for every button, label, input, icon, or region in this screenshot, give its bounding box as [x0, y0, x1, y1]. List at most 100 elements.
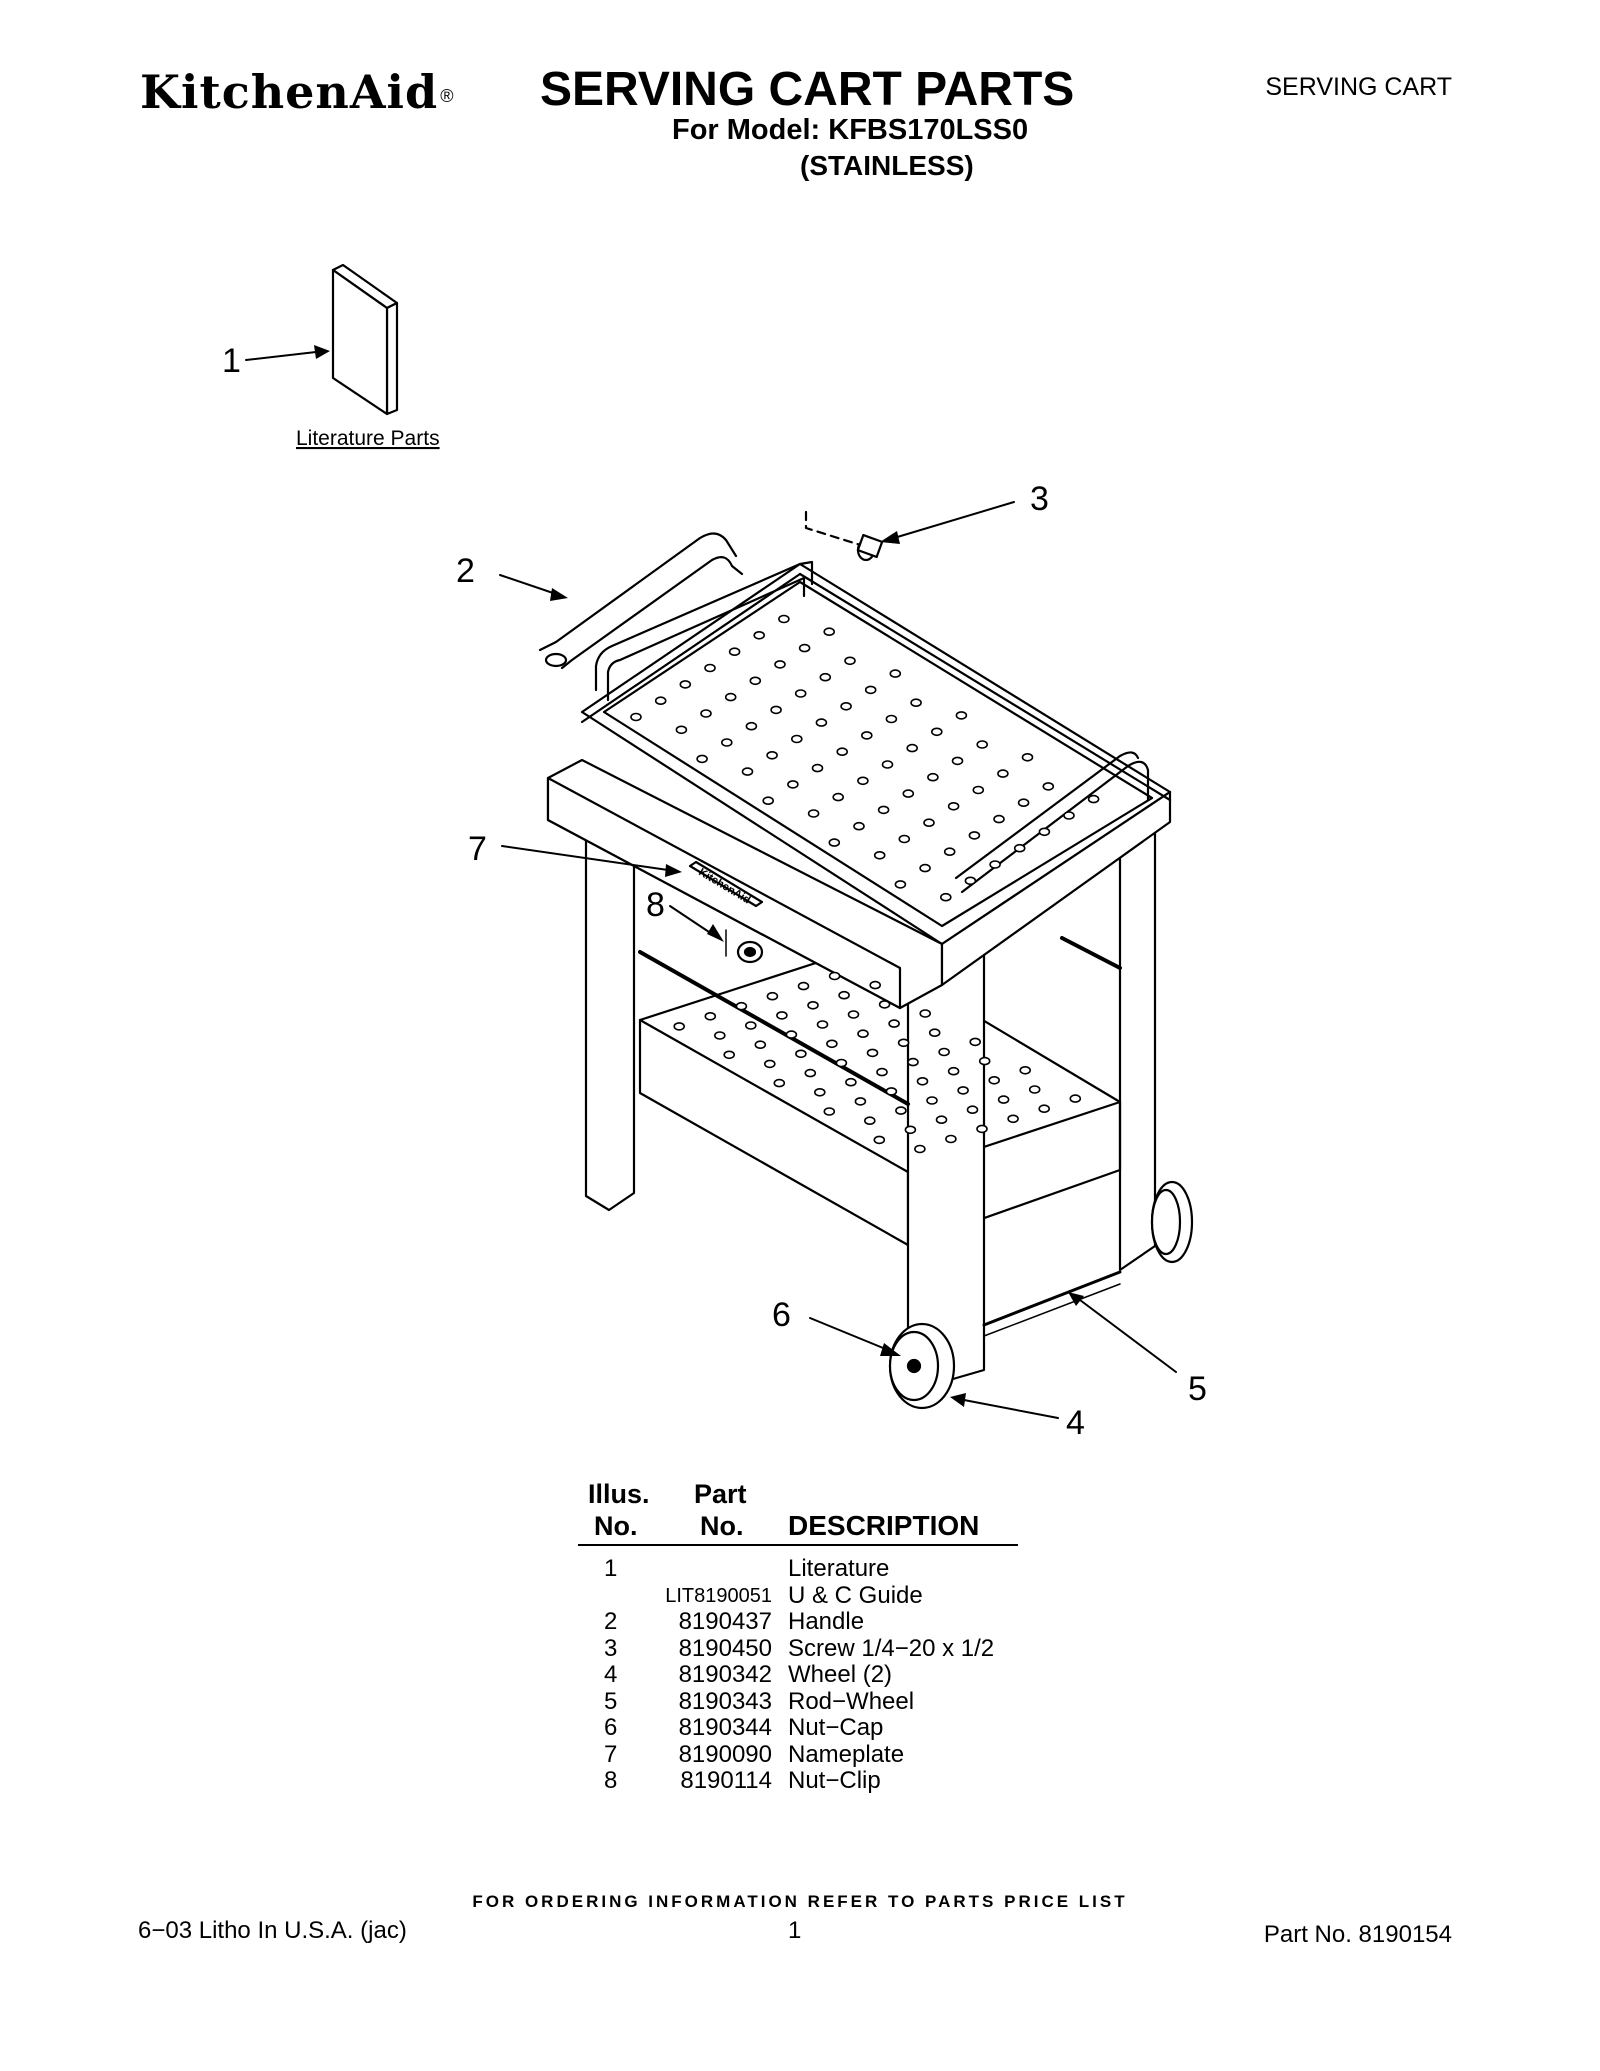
perforation-hole	[1017, 798, 1030, 808]
part-description: Nameplate	[788, 1740, 905, 1768]
illus-number: 4	[604, 1661, 618, 1688]
perforation-hole	[955, 711, 968, 720]
part-description: Rod−Wheel	[788, 1687, 915, 1715]
perforation-hole	[904, 1125, 917, 1135]
perforation-hole	[1021, 752, 1034, 762]
perforation-hole	[993, 814, 1005, 824]
perforation-hole	[895, 1106, 907, 1115]
perforation-hole	[630, 712, 642, 722]
perforation-hole	[1028, 1085, 1041, 1094]
perforation-hole	[654, 696, 667, 706]
model-finish: (STAINLESS)	[800, 150, 974, 181]
perforation-hole	[728, 647, 741, 657]
callout-6: 6	[772, 1296, 791, 1334]
illus-number: 6	[604, 1714, 618, 1741]
perforation-hole	[804, 1068, 817, 1078]
parts-table: Illus. No. Part No. DESCRIPTION 1 Litera…	[578, 1478, 1018, 1795]
perforation-hole	[754, 1040, 767, 1049]
perforation-hole	[888, 1019, 900, 1028]
perforation-hole	[972, 785, 985, 795]
litho-info: 6−03 Litho In U.S.A. (jac)	[138, 1917, 407, 1944]
perforation-hole	[919, 863, 931, 873]
perforation-hole	[1038, 827, 1051, 837]
perforation-hole	[988, 1076, 1001, 1085]
perforation-hole	[724, 692, 737, 702]
perforation-hole	[854, 1097, 867, 1106]
perforation-hole	[878, 1000, 891, 1009]
perforation-hole	[897, 1038, 910, 1048]
illus-number: 5	[604, 1687, 618, 1715]
nameplate-illustration: KitchenAid	[688, 860, 764, 908]
perforation-hole	[766, 750, 778, 760]
perforation-hole	[919, 1009, 932, 1018]
perforation-hole	[836, 747, 849, 757]
front-leg-frame	[906, 936, 986, 1394]
ordering-note: FOR ORDERING INFORMATION REFER TO PARTS …	[472, 1892, 1128, 1911]
illus-number: 1	[604, 1555, 618, 1582]
part-number: 8190342	[678, 1661, 772, 1688]
header-illus: Illus.	[588, 1479, 650, 1509]
perforation-hole	[847, 1010, 860, 1019]
perforation-hole	[704, 1011, 717, 1021]
handle-illustration	[538, 532, 744, 670]
part-number: 8190343	[678, 1687, 772, 1715]
perforation-hole	[844, 656, 856, 666]
table-row: 8 8190114 Nut−Clip	[578, 1768, 1018, 1795]
perforation-hole	[766, 991, 779, 1001]
perforation-hole	[763, 1059, 776, 1069]
perforation-hole	[885, 714, 898, 724]
perforation-hole	[939, 892, 952, 902]
perforation-hole	[816, 1020, 829, 1029]
perforation-hole	[798, 643, 811, 653]
perforation-hole	[877, 805, 890, 815]
perforation-hole	[997, 769, 1009, 778]
perforation-hole	[898, 834, 911, 844]
perforation-hole	[823, 1107, 836, 1116]
lower-crossbar	[638, 950, 910, 1106]
part-number: LIT8190051	[665, 1584, 772, 1607]
perforation-hole	[976, 1124, 988, 1134]
perforation-hole	[1038, 1104, 1050, 1113]
perforation-hole	[923, 818, 935, 828]
table-row: 6 8190344 Nut−Cap	[578, 1715, 1018, 1742]
perforation-hole	[976, 740, 989, 749]
product-category-label: SERVING CART	[1265, 73, 1452, 101]
perforation-hole	[787, 780, 799, 789]
nut-clip-illustration	[725, 929, 764, 964]
perforation-hole	[838, 990, 850, 1000]
perforation-hole	[811, 763, 824, 773]
header-illus-no: No.	[594, 1511, 638, 1541]
callout-3: 3	[1030, 480, 1049, 518]
perforation-hole	[873, 850, 886, 860]
perforation-hole	[876, 1067, 888, 1077]
perforation-hole	[926, 1096, 938, 1105]
perforation-hole	[863, 1116, 876, 1125]
perforation-hole	[753, 630, 766, 640]
perforation-hole	[741, 767, 754, 776]
perforation-hole	[860, 731, 873, 740]
perforation-hole	[785, 1030, 798, 1039]
rear-wheel-illustration	[1150, 1180, 1194, 1264]
front-wheel-illustration	[888, 1322, 956, 1410]
perforation-hole	[930, 727, 943, 737]
callout-1: 1	[222, 342, 241, 380]
registered-mark: ®	[440, 86, 455, 106]
perforation-hole	[675, 725, 688, 735]
perforation-hole	[832, 792, 845, 802]
parts-table-body: 1 Literature LIT8190051 U & C Guide 2 81…	[578, 1556, 1018, 1795]
callout-2: 2	[456, 552, 475, 590]
perforation-hole	[864, 685, 877, 695]
callout-5: 5	[1188, 1370, 1207, 1408]
perforation-hole	[978, 1056, 991, 1066]
shelf-perforations	[673, 971, 1082, 1154]
part-number: 8190450	[678, 1634, 772, 1662]
document-title: SERVING CART PARTS	[540, 63, 1075, 116]
perforation-hole	[778, 614, 790, 624]
perforation-hole	[943, 847, 956, 857]
perforation-hole	[1013, 843, 1026, 853]
perforation-hole	[935, 1115, 948, 1124]
illus-number: 3	[604, 1634, 618, 1662]
part-description: Nut−Cap	[788, 1714, 884, 1741]
perforation-hole	[1063, 811, 1075, 820]
perforation-hole	[1007, 1114, 1019, 1124]
